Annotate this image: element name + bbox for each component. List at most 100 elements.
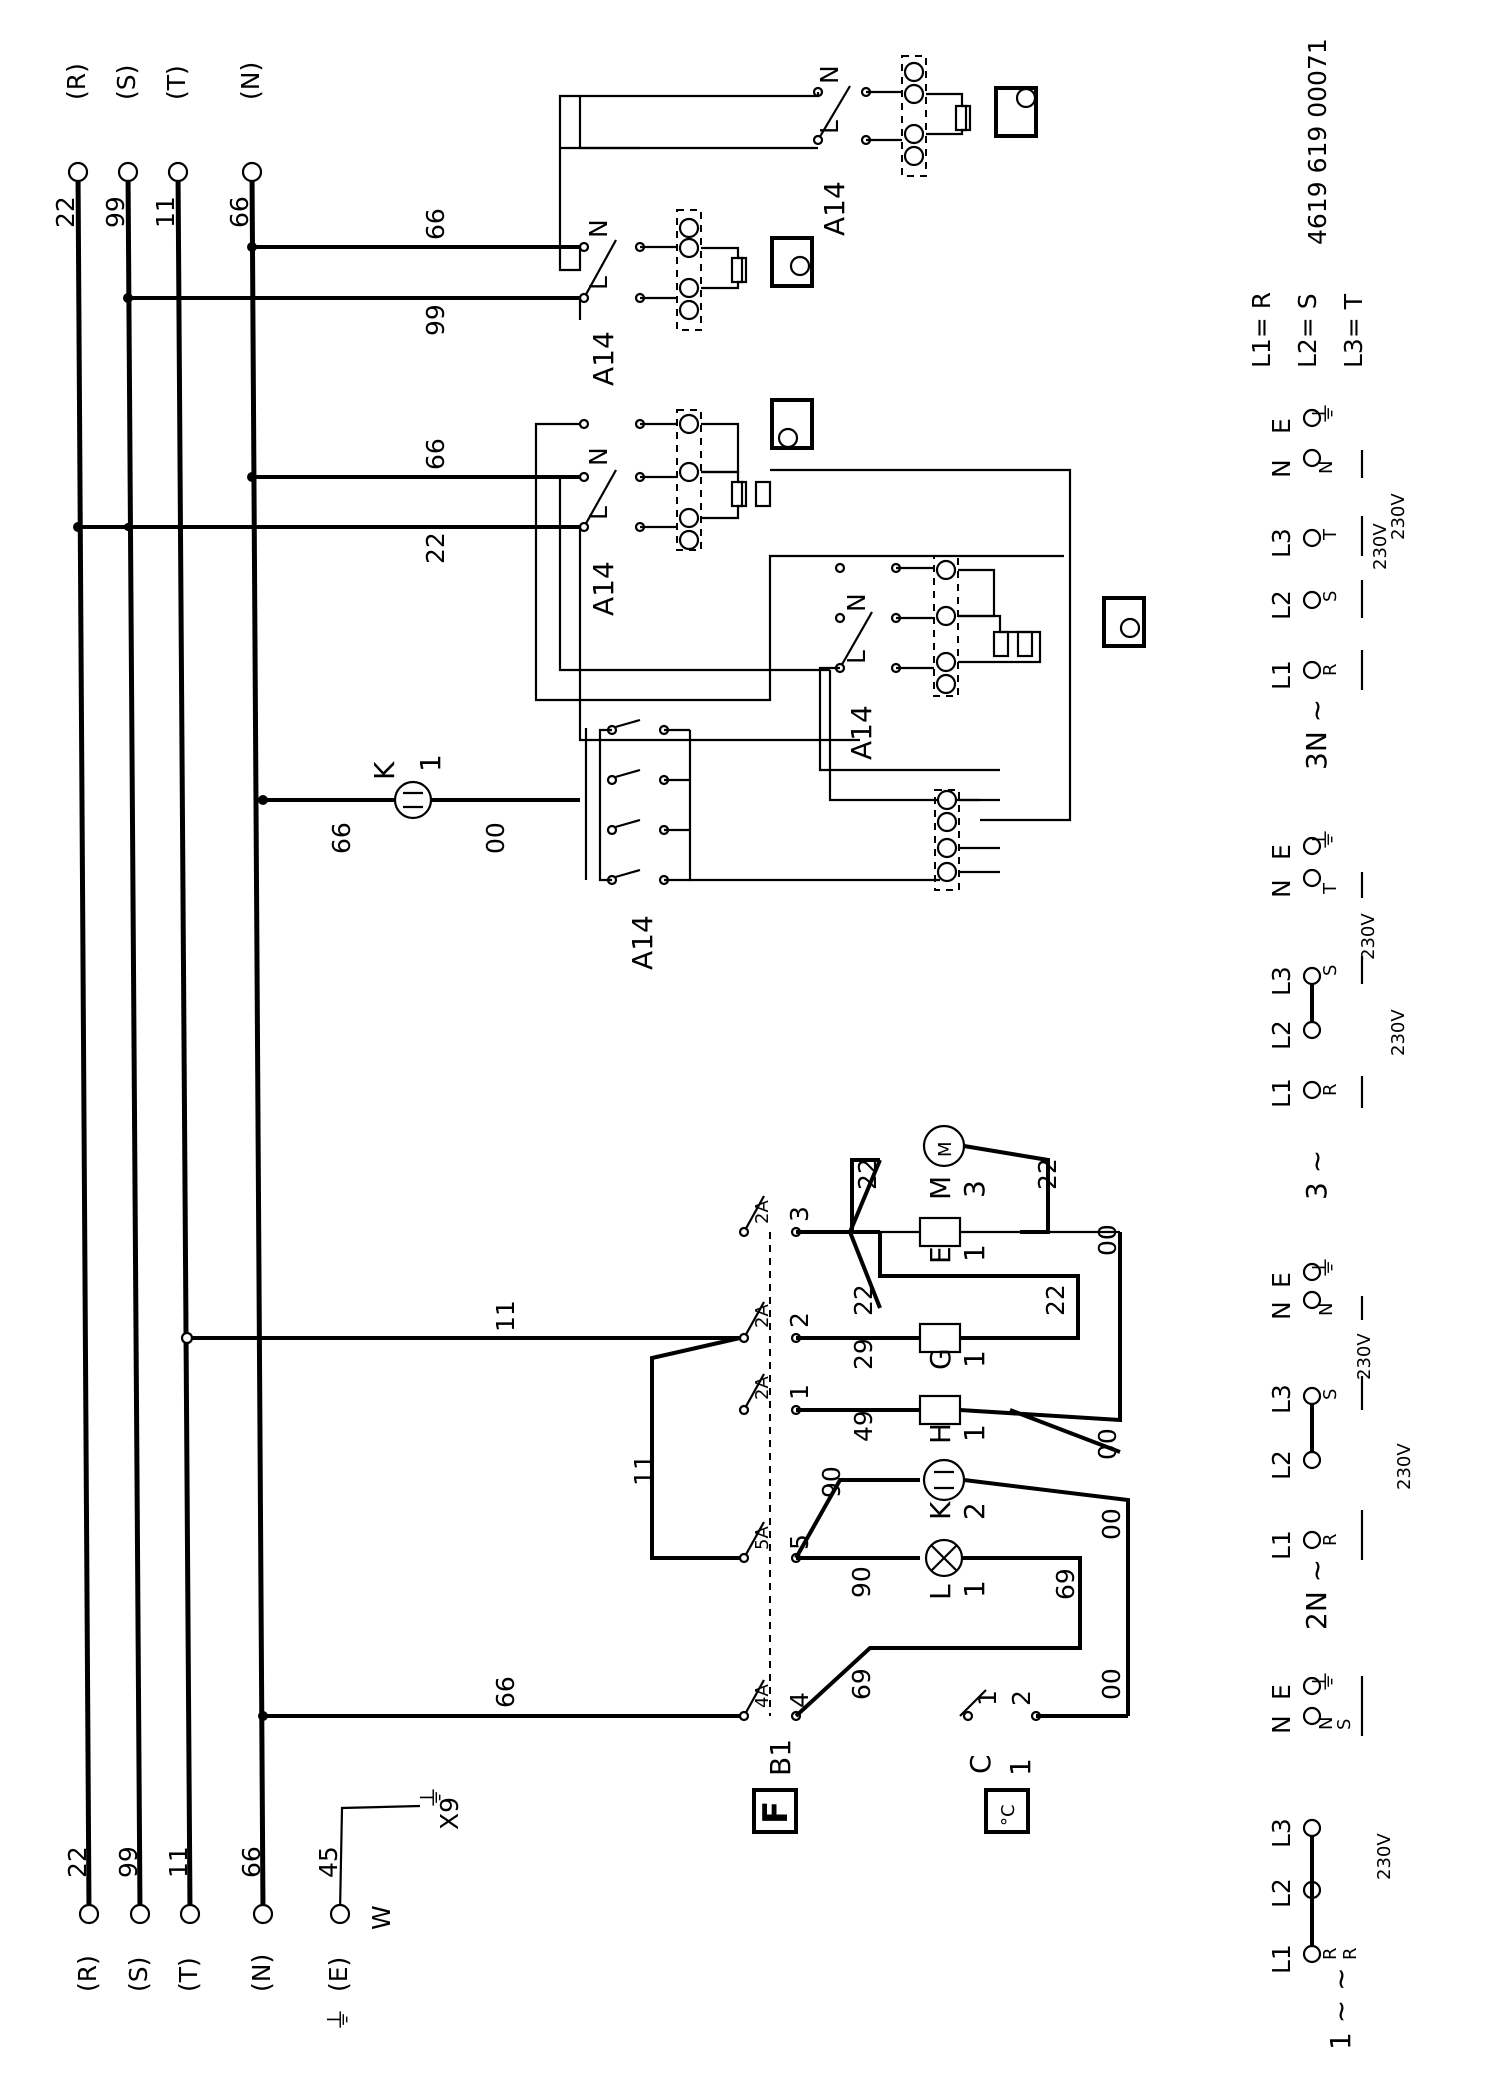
bus-line-s: [125, 169, 143, 1913]
cfg1-r2: R: [1340, 1947, 1361, 1960]
terminal-bottom-r: [78, 1903, 100, 1925]
wire-number-66a: 66: [421, 208, 450, 240]
bus-label-bottom-n: (N): [247, 1954, 276, 1992]
wire-number-22-g: 22: [849, 1284, 878, 1316]
terminal-top-n: [241, 161, 263, 183]
cfg3-s: S: [1320, 965, 1341, 976]
switch-n-label-4: N: [842, 593, 871, 612]
cfg1-s-lower: S: [1334, 1719, 1355, 1730]
cfg3-earth: ⏚: [1309, 827, 1338, 852]
bus-number-bottom-s: 99: [114, 1846, 143, 1878]
cfg1-r1: R: [1320, 1947, 1341, 1960]
h1-number: 1: [958, 1424, 991, 1442]
cfg4-l3: L3: [1267, 528, 1296, 558]
cfg3-t: T: [1320, 882, 1341, 895]
cfg1-n-lower: N: [1316, 1717, 1337, 1730]
switch-n-label-2: N: [584, 219, 613, 238]
zone-icon-3: [770, 398, 814, 450]
a14-switch-label-1: A14: [818, 181, 851, 236]
switch-5a-label: 5A: [752, 1526, 773, 1550]
b1-label: B1: [764, 1739, 797, 1776]
cfg2-r: R: [1320, 1533, 1341, 1546]
wire-number-00-c: 00: [1097, 1668, 1126, 1700]
bus-line-n: [249, 169, 266, 1913]
bus-number-bottom-n: 66: [237, 1846, 266, 1878]
k2-letter: K: [924, 1501, 957, 1520]
zone-icon-1: [994, 86, 1038, 138]
k1-contacts: A14: [584, 718, 940, 970]
switch-4a-label: 4A: [752, 1684, 773, 1708]
wire-number-11-main: 11: [491, 1300, 520, 1332]
earth-symbol-bottom: ⏚: [324, 2007, 353, 2032]
heating-zone-top: 66 99 A14 N L A14 N L: [123, 55, 1038, 386]
e1-letter: E: [924, 1246, 957, 1264]
cfg2-l3: L3: [1267, 1384, 1296, 1414]
cfg1-label: 1 ~ ~: [1324, 1967, 1357, 2050]
cfg3-n: N: [1267, 879, 1296, 898]
cfg4-r: R: [1320, 663, 1341, 676]
switch-l-label-2: L: [584, 276, 613, 290]
switch-n-label-1: N: [815, 65, 844, 84]
cfg3-l2: L2: [1267, 1020, 1296, 1050]
l1-number: 1: [958, 1580, 991, 1598]
k1-letter: K: [368, 761, 401, 780]
e1-number: 1: [958, 1244, 991, 1262]
cfg1-e: E: [1267, 1684, 1296, 1700]
switch-n-label-3: N: [584, 447, 613, 466]
cfg3-label: 3 ~: [1300, 1150, 1333, 1200]
wire-number-69a: 69: [1051, 1568, 1080, 1600]
cfg4-l1: L1: [1267, 660, 1296, 690]
bus-number-bottom-t: 11: [164, 1846, 193, 1878]
cfg4-earth: ⏚: [1309, 401, 1338, 426]
cfg2-label: 2N ~: [1300, 1559, 1333, 1630]
fuse-box-icon: [752, 1788, 798, 1834]
c1-pin-1: 1: [973, 1690, 1002, 1706]
bus-number-bottom-e: 45: [314, 1846, 343, 1878]
phase-map-l3: L3= T: [1339, 293, 1368, 368]
cfg1-voltage: 230V: [1374, 1833, 1395, 1880]
zone-icon-4: [1102, 596, 1146, 648]
cfg2-earth: ⏚: [1309, 1255, 1338, 1280]
bus-number-top-t: 11: [151, 196, 180, 228]
cfg1-l1: L1: [1267, 1944, 1296, 1974]
cfg4-n: N: [1267, 459, 1296, 478]
heating-zone-middle: 66 22 A14 N L: [73, 398, 1146, 822]
wire-number-69b: 69: [847, 1668, 876, 1700]
earth-line: [338, 1804, 421, 1913]
wire-number-49: 49: [849, 1410, 878, 1442]
a14-switch-label-3: A14: [587, 561, 620, 616]
terminal-top-t: [167, 161, 189, 183]
cfg1-earth: ⏚: [1309, 1669, 1338, 1694]
bus-label-bottom-r: (R): [73, 1955, 102, 1992]
h1-element-icon: [918, 1394, 962, 1426]
l1-letter: L: [924, 1584, 957, 1600]
wire-number-66-b1: 66: [491, 1676, 520, 1708]
bus-label-bottom-t: (T): [174, 1957, 203, 1992]
bus-line-r: [75, 169, 92, 1913]
phase-map-l2: L2= S: [1293, 293, 1322, 368]
cfg4-voltage-a: 230V: [1370, 523, 1391, 570]
cfg3-e: E: [1267, 844, 1296, 860]
earth-label-w: W: [367, 1905, 396, 1930]
k2-number: 2: [958, 1502, 991, 1520]
g1-number: 1: [958, 1350, 991, 1368]
wire-number-11-loop: 11: [629, 1454, 658, 1486]
bus-number-bottom-r: 22: [63, 1846, 92, 1878]
cfg4-e: E: [1267, 418, 1296, 434]
wire-number-99a: 99: [421, 304, 450, 336]
h1-letter: H: [924, 1423, 957, 1444]
wire-number-22b: 22: [421, 532, 450, 564]
bus-label-bottom-s: (S): [124, 1957, 153, 1992]
cfg4-t: T: [1320, 528, 1341, 541]
cfg3-l3: L3: [1267, 966, 1296, 996]
wire-number-22-e: 22: [1041, 1284, 1070, 1316]
cfg1-l2: L2: [1267, 1878, 1296, 1908]
cfg1-l3: L3: [1267, 1818, 1296, 1848]
wire-number-66k: 66: [327, 822, 356, 854]
c-box-label: °C: [998, 1804, 1019, 1826]
m3-symbol: M: [935, 1141, 956, 1157]
m3-letter: M: [924, 1176, 957, 1200]
cfg3-voltage-b: 230V: [1358, 913, 1379, 960]
phase-map-l1: L1= R: [1247, 292, 1276, 368]
